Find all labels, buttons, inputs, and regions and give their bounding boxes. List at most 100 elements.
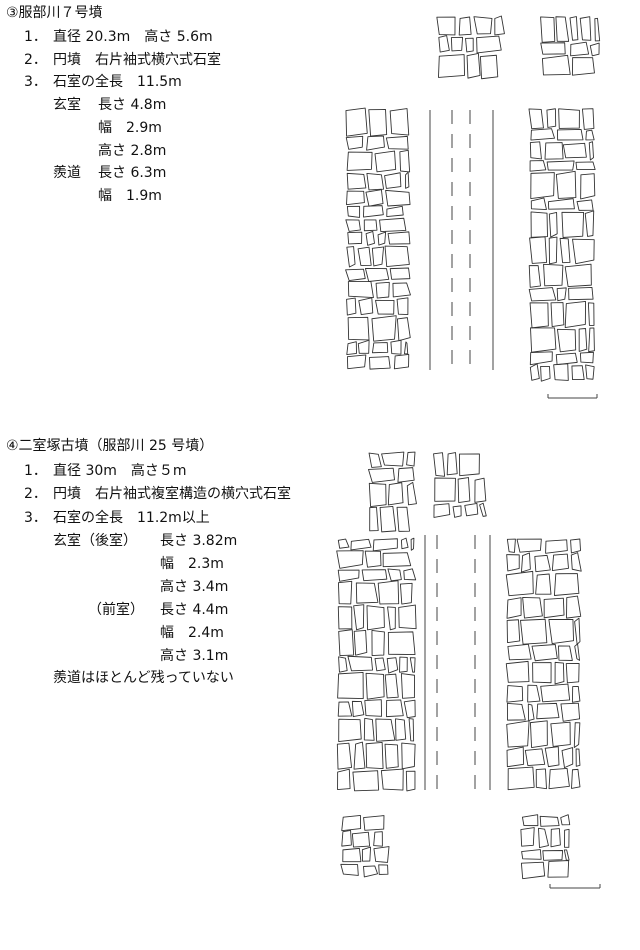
stone-wall bbox=[395, 718, 407, 741]
stone-wall bbox=[562, 142, 587, 159]
stone-block bbox=[369, 506, 379, 532]
stone-wall bbox=[544, 142, 564, 160]
stone-wall bbox=[530, 172, 555, 200]
stone-wall bbox=[358, 297, 374, 316]
stone-wall bbox=[347, 281, 374, 298]
stone-wall bbox=[555, 170, 577, 199]
detail-value: 幅 2.3m bbox=[160, 556, 224, 572]
stone-wall bbox=[392, 282, 411, 298]
stone-wall bbox=[555, 352, 578, 365]
stone-wall bbox=[352, 770, 380, 792]
stone-wall bbox=[404, 341, 409, 355]
stone-wall bbox=[364, 699, 383, 717]
stone-wall bbox=[346, 354, 367, 370]
stone-wall bbox=[387, 606, 396, 631]
stone-block bbox=[368, 467, 395, 483]
stone-wall bbox=[572, 238, 595, 265]
stone-block bbox=[458, 453, 480, 477]
stone-wall bbox=[506, 538, 516, 553]
stone-wall bbox=[540, 683, 571, 703]
stone-wall bbox=[345, 219, 361, 232]
stone-wall bbox=[405, 171, 410, 189]
stone-wall bbox=[521, 552, 531, 573]
detail-value: 長さ 4.8m bbox=[98, 97, 167, 113]
stone-wall bbox=[363, 219, 378, 232]
detail-value: 長さ 3.82m bbox=[160, 533, 238, 549]
detail-label: 玄室 bbox=[53, 97, 81, 113]
detail-value: 幅 2.9m bbox=[98, 120, 162, 136]
stone-wall bbox=[366, 135, 385, 151]
stone-wall bbox=[540, 366, 551, 382]
stone-wall bbox=[528, 265, 541, 288]
stone-wall bbox=[363, 717, 375, 741]
stone-block bbox=[341, 814, 362, 832]
stone-wall bbox=[368, 109, 388, 137]
stone-block bbox=[473, 16, 493, 35]
stone-wall bbox=[382, 552, 412, 568]
stone-wall bbox=[357, 246, 372, 266]
stone-wall bbox=[558, 108, 580, 129]
item-text: 円墳 右片袖式横穴式石室 bbox=[53, 52, 221, 68]
stone-wall bbox=[400, 673, 415, 699]
stone-block bbox=[465, 37, 474, 53]
stone-block bbox=[538, 827, 549, 849]
stone-wall bbox=[506, 746, 525, 768]
stone-block bbox=[494, 15, 505, 36]
stone-wall bbox=[506, 702, 526, 721]
stone-wall bbox=[574, 617, 581, 645]
stone-wall bbox=[580, 173, 596, 200]
stone-block bbox=[541, 54, 571, 76]
stone-block bbox=[521, 849, 542, 860]
stone-block bbox=[474, 477, 487, 503]
stone-wall bbox=[384, 245, 410, 267]
stone-wall bbox=[559, 237, 571, 264]
stone-wall bbox=[403, 568, 417, 581]
stone-wall bbox=[350, 538, 372, 551]
stone-wall bbox=[363, 205, 384, 218]
item-number: 3． bbox=[24, 510, 47, 526]
stone-wall bbox=[366, 172, 385, 191]
stone-wall bbox=[548, 619, 574, 645]
stone-wall bbox=[581, 108, 595, 130]
stone-block bbox=[342, 847, 362, 863]
stone-block bbox=[368, 452, 382, 468]
stone-wall bbox=[545, 539, 568, 554]
stone-block bbox=[452, 505, 462, 518]
stone-block bbox=[351, 831, 371, 848]
stone-wall bbox=[575, 748, 581, 767]
stone-block bbox=[446, 452, 458, 476]
stone-wall bbox=[543, 597, 565, 619]
stone-wall bbox=[506, 554, 520, 572]
stone-wall bbox=[530, 197, 547, 210]
stone-wall bbox=[400, 537, 409, 550]
item-number: 1． bbox=[24, 463, 47, 479]
stone-block bbox=[479, 54, 499, 80]
stone-block bbox=[436, 16, 456, 36]
detail-value: 幅 2.4m bbox=[160, 625, 224, 641]
stone-wall bbox=[561, 211, 585, 238]
stone-wall bbox=[361, 569, 388, 582]
stone-wall bbox=[384, 743, 399, 769]
stone-wall bbox=[371, 629, 385, 656]
stone-block bbox=[579, 16, 592, 41]
stone-wall bbox=[529, 351, 553, 366]
stone-wall bbox=[535, 768, 547, 790]
note-text: 羨道はほとんど残っていない bbox=[53, 670, 234, 686]
stone-wall bbox=[550, 721, 571, 747]
stone-wall bbox=[573, 722, 581, 748]
stone-wall bbox=[346, 246, 356, 268]
stone-wall bbox=[548, 212, 558, 238]
stone-block bbox=[433, 452, 446, 477]
stone-wall bbox=[505, 660, 530, 683]
stone-wall bbox=[547, 198, 575, 210]
stone-wall bbox=[387, 568, 402, 582]
stone-wall bbox=[578, 328, 588, 352]
stone-wall bbox=[357, 339, 370, 354]
stone-wall bbox=[575, 161, 596, 170]
stone-block bbox=[406, 451, 416, 467]
stone-block bbox=[396, 506, 410, 532]
detail-value: 高さ 3.4m bbox=[160, 579, 229, 595]
stone-wall bbox=[564, 300, 587, 328]
stone-wall bbox=[374, 150, 397, 173]
stone-wall bbox=[399, 582, 413, 605]
